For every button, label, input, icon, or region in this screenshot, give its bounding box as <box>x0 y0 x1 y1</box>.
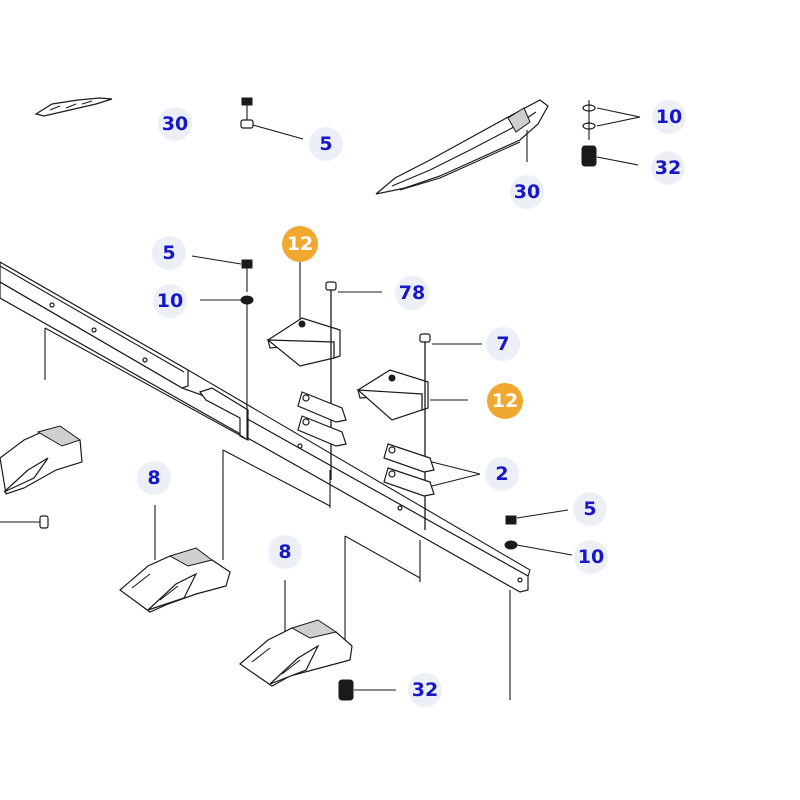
callout-2[interactable]: 2 <box>485 457 519 491</box>
callout-10[interactable]: 10 <box>153 284 187 318</box>
section-frames <box>44 327 421 640</box>
spring-bottom <box>338 679 396 701</box>
spacer-plates-upper <box>297 391 347 447</box>
callout-12-highlighted[interactable]: 12 <box>282 226 318 262</box>
callout-32[interactable]: 32 <box>651 151 685 185</box>
clamp-lower <box>356 369 468 421</box>
nut-top-left <box>240 97 304 140</box>
guard-right <box>239 580 353 687</box>
cutter-bar <box>0 261 531 700</box>
bolt-stack-right <box>504 509 573 556</box>
callout-12-highlighted[interactable]: 12 <box>487 383 523 419</box>
callout-5[interactable]: 5 <box>152 236 186 270</box>
washers-top-right <box>581 100 641 167</box>
guard-top-left <box>34 97 113 117</box>
callout-32[interactable]: 32 <box>408 673 442 707</box>
spacer-plates-2 <box>383 443 481 497</box>
callout-30[interactable]: 30 <box>510 175 544 209</box>
callout-30[interactable]: 30 <box>158 107 192 141</box>
bolt-stack-left <box>191 255 254 440</box>
callout-8[interactable]: 8 <box>268 535 302 569</box>
callout-10[interactable]: 10 <box>574 540 608 574</box>
callout-5[interactable]: 5 <box>573 492 607 526</box>
guard-middle <box>119 505 231 613</box>
callout-5[interactable]: 5 <box>309 127 343 161</box>
bolt-7 <box>419 333 482 530</box>
guard-left-partial <box>0 425 83 529</box>
callout-78[interactable]: 78 <box>395 276 429 310</box>
clamp-upper <box>266 258 341 367</box>
callout-7[interactable]: 7 <box>486 327 520 361</box>
callout-8[interactable]: 8 <box>137 461 171 495</box>
guard-top-right <box>375 99 549 195</box>
bolt-78 <box>325 281 382 480</box>
callout-10[interactable]: 10 <box>652 100 686 134</box>
